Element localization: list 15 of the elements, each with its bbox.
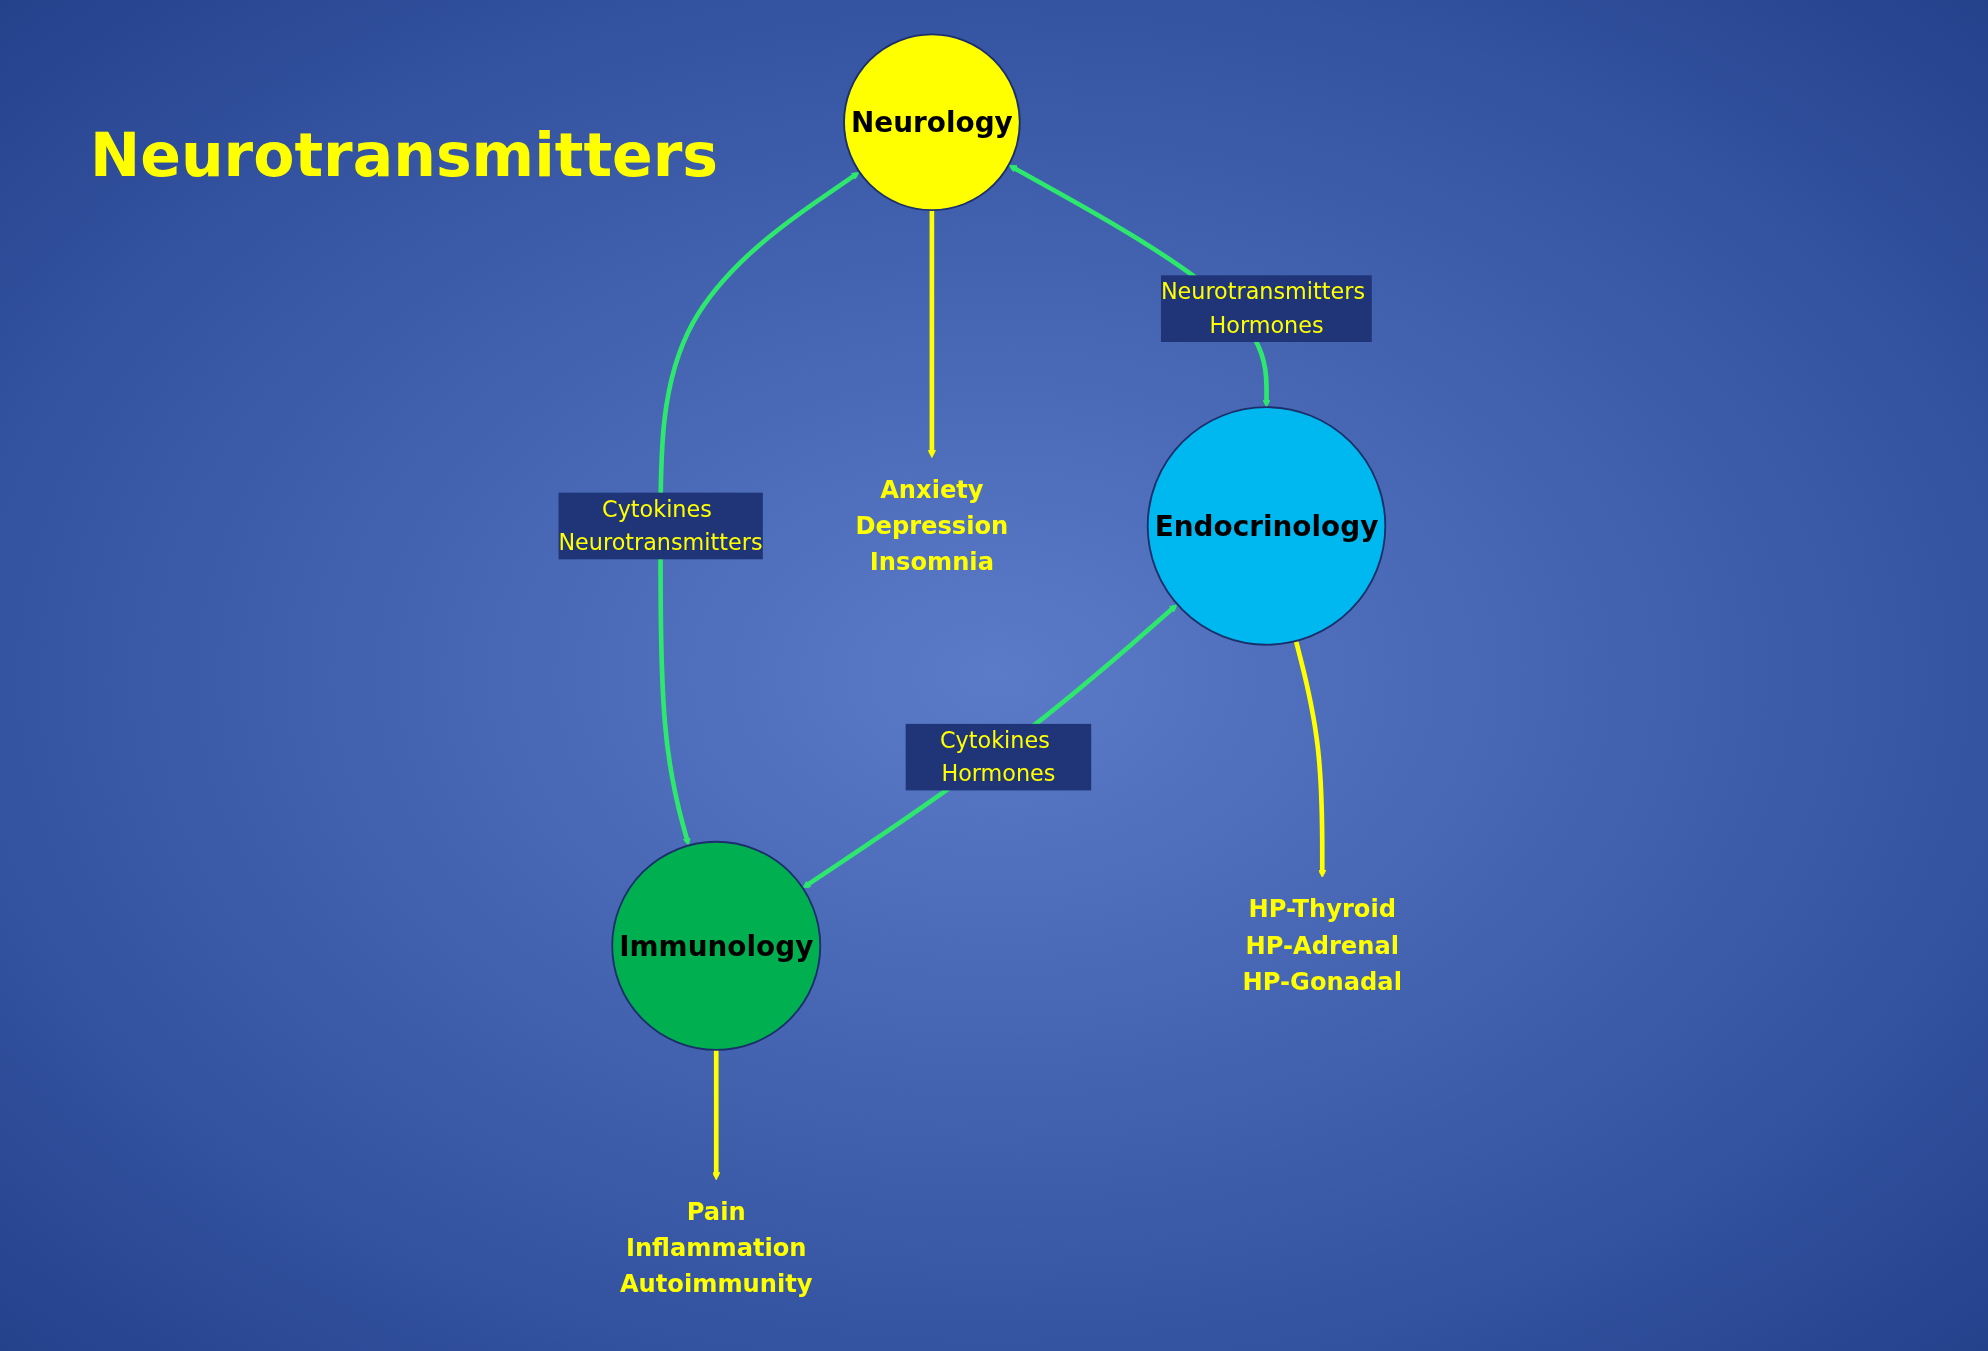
node-text: Anxiety Depression Insomnia	[855, 475, 1009, 576]
arrow	[1293, 640, 1327, 878]
node-circle	[1146, 406, 1387, 646]
node-text: HP-Thyroid HP-Adrenal HP-Gonadal	[1242, 895, 1402, 996]
arrow	[802, 604, 1178, 889]
heading-label: Neurotransmitters	[90, 120, 719, 190]
node-circle	[611, 840, 822, 1051]
arrow	[658, 171, 860, 846]
node-text: Pain Inflammation Autoimmunity	[619, 1197, 813, 1298]
arrow	[712, 1049, 721, 1181]
edge-label: Neurotransmitters Hormones	[1160, 278, 1365, 339]
arrow	[927, 210, 936, 459]
edge-label: Cytokines Neurotransmitters	[558, 496, 763, 556]
node-circle	[842, 33, 1021, 212]
edge-label: Cytokines Hormones	[939, 727, 1056, 787]
